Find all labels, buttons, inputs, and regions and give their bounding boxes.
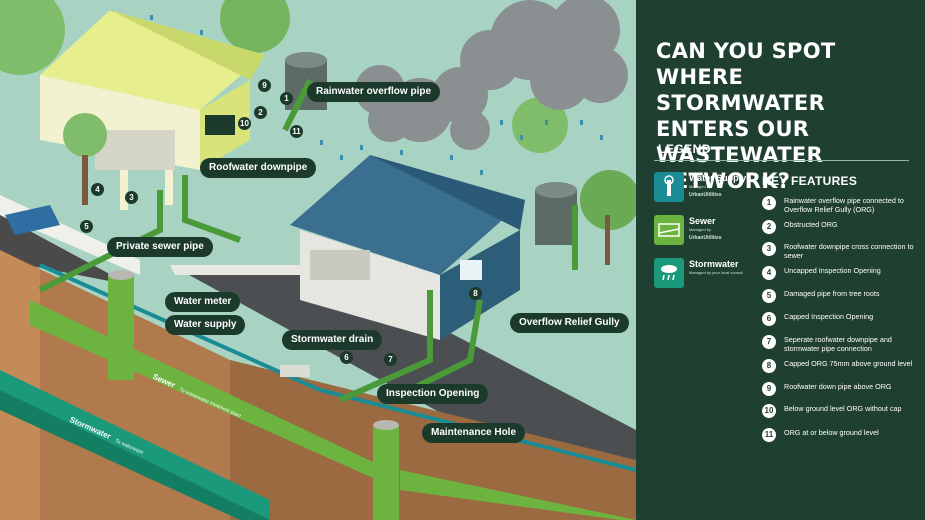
marker-3: 3 [125, 191, 138, 204]
feature-text: Rainwater overflow pipe connected to Ove… [784, 196, 904, 214]
callout-stormwater-drain: Stormwater drain [282, 330, 383, 350]
feature-item: 5 Damaged pipe from tree roots [762, 289, 922, 311]
feature-number: 7 [762, 335, 776, 349]
illustration-scene: Rainwater overflow pipe Roofwater downpi… [0, 0, 636, 520]
legend-sub: Managed by [689, 227, 712, 232]
feature-item: 8 Capped ORG 75mm above ground level [762, 359, 922, 381]
maintenance-shaft [373, 425, 399, 520]
feature-number: 3 [762, 242, 776, 256]
callout-roofwater-downpipe: Roofwater downpipe [200, 158, 317, 178]
legend-brand: UrbanUtilities [689, 192, 722, 198]
feature-number: 1 [762, 196, 776, 210]
feature-text: Roofwater downpipe cross connection to s… [784, 242, 914, 260]
callout-private-sewer-pipe: Private sewer pipe [107, 237, 213, 257]
feature-number: 5 [762, 289, 776, 303]
callout-water-supply: Water supply [165, 315, 246, 335]
marker-10: 10 [238, 117, 251, 130]
feature-number: 11 [762, 428, 776, 442]
feature-item: 7 Seperate roofwater downpipe and stormwa… [762, 335, 922, 357]
marker-11: 11 [290, 125, 303, 138]
callout-maintenance-hole: Maintenance Hole [422, 423, 526, 443]
feature-item: 11 ORG at or below ground level [762, 428, 922, 450]
rain-clouds [355, 0, 628, 150]
feature-number: 9 [762, 382, 776, 396]
marker-6: 6 [340, 351, 353, 364]
rainwater-tank-right [535, 190, 577, 245]
legend-label: Water Supply [689, 173, 747, 183]
legend-sub: Managed by [689, 184, 712, 189]
callout-inspection-opening: Inspection Opening [377, 384, 489, 404]
feature-number: 6 [762, 312, 776, 326]
legend-brand: UrbanUtilities [689, 235, 722, 241]
marker-4: 4 [91, 183, 104, 196]
legend-item-water-supply: Water Supply Managed by UrbanUtilities [654, 172, 769, 210]
legend-item-stormwater: Stormwater Managed by your local council [654, 258, 769, 296]
legend-heading: LEGEND [658, 142, 712, 156]
puddle [5, 205, 60, 235]
legend-label: Stormwater [689, 259, 739, 269]
marker-7: 7 [384, 353, 397, 366]
feature-text: Damaged pipe from tree roots [784, 289, 880, 298]
feature-text: Seperate roofwater downpipe and stormwat… [784, 335, 892, 353]
feature-number: 2 [762, 220, 776, 234]
feature-text: Capped Inspection Opening [784, 312, 874, 321]
marker-1: 1 [280, 92, 293, 105]
scene-artwork [0, 0, 636, 520]
feature-text: Roofwater down pipe above ORG [784, 382, 892, 391]
feature-text: Obstructed ORG [784, 220, 838, 229]
info-panel: Can you spot where stormwater enters our… [636, 0, 925, 520]
feature-text: Uncapped Inspection Opening [784, 266, 881, 275]
legend-item-sewer: Sewer Managed by UrbanUtilities [654, 215, 769, 253]
background-trees [0, 0, 636, 265]
feature-text: Below ground level ORG without cap [784, 404, 902, 413]
key-features-heading: KEY FEATURES [762, 174, 858, 188]
callout-rainwater-overflow-pipe: Rainwater overflow pipe [307, 82, 441, 102]
feature-item: 10 Below ground level ORG without cap [762, 404, 922, 426]
front-tree [63, 113, 107, 157]
feature-text: ORG at or below ground level [784, 428, 879, 437]
feature-number: 10 [762, 404, 776, 418]
feature-item: 2 Obstructed ORG [762, 220, 922, 242]
callout-water-meter: Water meter [165, 292, 241, 312]
feature-item: 6 Capped Inspection Opening [762, 312, 922, 334]
maintenance-shaft-left [108, 275, 134, 380]
legend-sub: Managed by your local council [689, 270, 743, 275]
feature-item: 1 Rainwater overflow pipe connected to Ov… [762, 196, 922, 218]
feature-item: 4 Uncapped Inspection Opening [762, 266, 922, 288]
feature-item: 3 Roofwater downpipe cross connection to … [762, 242, 922, 264]
marker-2: 2 [254, 106, 267, 119]
legend-divider [654, 160, 909, 161]
feature-number: 4 [762, 266, 776, 280]
drain-grate [280, 365, 310, 377]
marker-5: 5 [80, 220, 93, 233]
page-title: Can you spot where stormwater enters our… [656, 39, 836, 193]
sewer-icon [654, 215, 684, 245]
right-house [290, 155, 525, 340]
feature-text: Capped ORG 75mm above ground level [784, 359, 913, 368]
marker-9: 9 [258, 79, 271, 92]
callout-overflow-relief-gully: Overflow Relief Gully [510, 313, 629, 333]
feature-item: 9 Roofwater down pipe above ORG [762, 382, 922, 404]
feature-number: 8 [762, 359, 776, 373]
marker-8: 8 [469, 287, 482, 300]
stormwater-icon [654, 258, 684, 288]
stormwater-main [0, 370, 270, 520]
legend-label: Sewer [689, 216, 716, 226]
water-supply-icon [654, 172, 684, 202]
